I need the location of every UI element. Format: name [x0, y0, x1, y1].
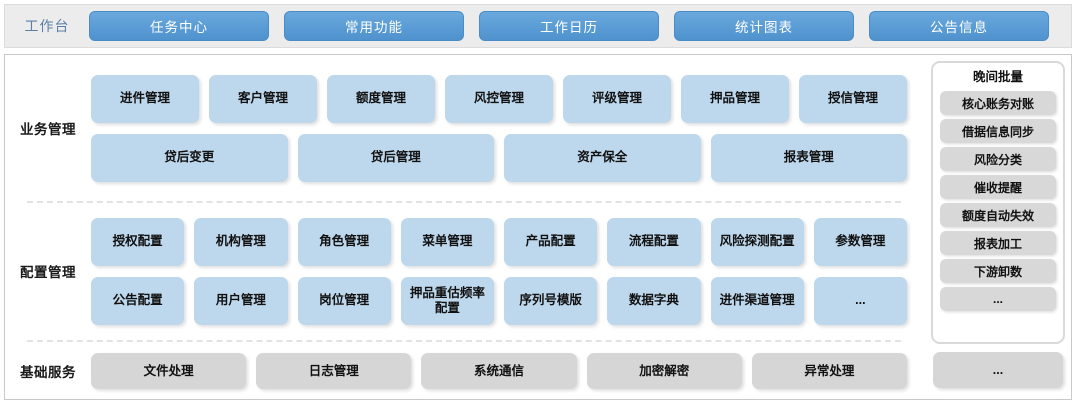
card-limit-management[interactable]: 额度管理: [327, 74, 435, 123]
card-incoming-management[interactable]: 进件管理: [91, 74, 199, 123]
card-system-communication[interactable]: 系统通信: [421, 353, 577, 389]
card-customer-management[interactable]: 客户管理: [209, 74, 317, 123]
module-main-column: 业务管理 进件管理 客户管理 额度管理 风控管理 评级管理 押品管理 授信管理 …: [5, 55, 921, 399]
batch-item-risk-classification[interactable]: 风险分类: [940, 147, 1056, 171]
card-announcement-config[interactable]: 公告配置: [91, 276, 185, 325]
batch-item-downstream-unload[interactable]: 下游卸数: [940, 259, 1056, 283]
section-base-services: 基础服务 文件处理 日志管理 系统通信 加密解密 异常处理: [5, 341, 921, 401]
workbench-topbar: 工作台 任务中心 常用功能 工作日历 统计图表 公告信息: [4, 4, 1072, 48]
base-services-more-card[interactable]: ...: [933, 352, 1063, 388]
topbar-tabs: 任务中心 常用功能 工作日历 统计图表 公告信息: [89, 11, 1071, 41]
tab-common-functions[interactable]: 常用功能: [284, 11, 464, 41]
batch-item-collection-reminder[interactable]: 催收提醒: [940, 175, 1056, 199]
section-config-management: 配置管理 授权配置 机构管理 角色管理 菜单管理 产品配置 流程配置 风险探测配…: [5, 202, 921, 340]
card-risk-detection-config[interactable]: 风险探测配置: [710, 217, 804, 266]
base-rows: 文件处理 日志管理 系统通信 加密解密 异常处理: [91, 353, 921, 389]
batch-item-more[interactable]: ...: [940, 287, 1056, 311]
section-business-management: 业务管理 进件管理 客户管理 额度管理 风控管理 评级管理 押品管理 授信管理 …: [5, 55, 921, 201]
card-product-config[interactable]: 产品配置: [504, 217, 598, 266]
card-rating-management[interactable]: 评级管理: [563, 74, 671, 123]
config-row-2: 公告配置 用户管理 岗位管理 押品重估频率配置 序列号模版 数据字典 进件渠道管…: [91, 276, 907, 325]
card-menu-management[interactable]: 菜单管理: [400, 217, 494, 266]
card-collateral-revaluation-frequency-config[interactable]: 押品重估频率配置: [400, 276, 494, 325]
business-rows: 进件管理 客户管理 额度管理 风控管理 评级管理 押品管理 授信管理 贷后变更 …: [91, 74, 921, 182]
section-label-business: 业务管理: [20, 122, 76, 137]
section-label-base: 基础服务: [20, 365, 76, 380]
business-row-1: 进件管理 客户管理 额度管理 风控管理 评级管理 押品管理 授信管理: [91, 74, 907, 123]
card-log-management[interactable]: 日志管理: [256, 353, 412, 389]
card-post-loan-management[interactable]: 贷后管理: [297, 133, 494, 182]
tab-task-center[interactable]: 任务中心: [89, 11, 269, 41]
batch-item-core-account-reconciliation[interactable]: 核心账务对账: [940, 91, 1056, 115]
batch-item-loan-info-sync[interactable]: 借据信息同步: [940, 119, 1056, 143]
card-file-processing[interactable]: 文件处理: [91, 353, 247, 389]
config-row-1: 授权配置 机构管理 角色管理 菜单管理 产品配置 流程配置 风险探测配置 参数管…: [91, 217, 907, 266]
card-user-management[interactable]: 用户管理: [194, 276, 288, 325]
card-exception-handling[interactable]: 异常处理: [751, 353, 908, 389]
business-row-2: 贷后变更 贷后管理 资产保全 报表管理: [91, 133, 907, 182]
night-batch-title: 晚间批量: [972, 70, 1023, 84]
module-map-frame: 业务管理 进件管理 客户管理 额度管理 风控管理 评级管理 押品管理 授信管理 …: [4, 54, 1072, 400]
card-risk-control[interactable]: 风控管理: [445, 74, 553, 123]
base-row-1: 文件处理 日志管理 系统通信 加密解密 异常处理: [91, 353, 908, 389]
card-asset-preservation[interactable]: 资产保全: [504, 133, 701, 182]
batch-item-report-processing[interactable]: 报表加工: [940, 231, 1056, 255]
card-collateral-management[interactable]: 押品管理: [681, 74, 789, 123]
card-parameter-management[interactable]: 参数管理: [813, 217, 907, 266]
card-report-management[interactable]: 报表管理: [710, 133, 907, 182]
card-encryption-decryption[interactable]: 加密解密: [586, 353, 742, 389]
card-process-config[interactable]: 流程配置: [607, 217, 701, 266]
tab-announcements[interactable]: 公告信息: [869, 11, 1049, 41]
divider-config-base: [27, 340, 901, 342]
tab-work-calendar[interactable]: 工作日历: [479, 11, 659, 41]
divider-business-config: [27, 201, 901, 203]
card-post-loan-change[interactable]: 贷后变更: [91, 133, 288, 182]
card-post-management[interactable]: 岗位管理: [297, 276, 391, 325]
batch-item-limit-auto-expire[interactable]: 额度自动失效: [940, 203, 1056, 227]
card-role-management[interactable]: 角色管理: [297, 217, 391, 266]
workbench-label: 工作台: [24, 18, 70, 34]
night-batch-panel: 晚间批量 核心账务对账 借据信息同步 风险分类 催收提醒 额度自动失效 报表加工…: [931, 61, 1065, 344]
card-organization-management[interactable]: 机构管理: [194, 217, 288, 266]
night-batch-column: 晚间批量 核心账务对账 借据信息同步 风险分类 催收提醒 额度自动失效 报表加工…: [923, 55, 1073, 401]
card-serial-number-template[interactable]: 序列号模版: [504, 276, 598, 325]
tab-statistics-chart[interactable]: 统计图表: [674, 11, 854, 41]
card-config-more[interactable]: ...: [813, 276, 907, 325]
card-data-dictionary[interactable]: 数据字典: [607, 276, 701, 325]
section-label-config: 配置管理: [20, 265, 76, 280]
card-incoming-channel-management[interactable]: 进件渠道管理: [710, 276, 804, 325]
card-credit-management[interactable]: 授信管理: [799, 74, 907, 123]
card-authorization-config[interactable]: 授权配置: [91, 217, 185, 266]
config-rows: 授权配置 机构管理 角色管理 菜单管理 产品配置 流程配置 风险探测配置 参数管…: [91, 217, 921, 325]
